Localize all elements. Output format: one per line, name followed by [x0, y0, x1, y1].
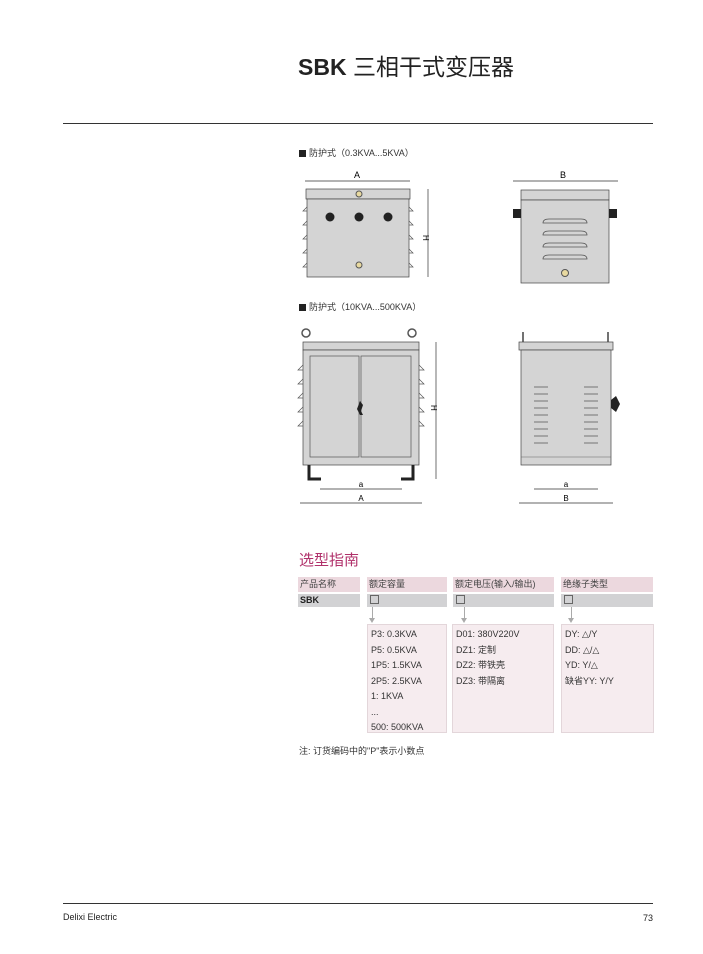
large-transformer-front-drawing: H a A [297, 328, 438, 504]
page-number: 73 [642, 913, 653, 923]
svg-text:A: A [358, 494, 364, 503]
header-divider [63, 123, 653, 124]
footer-divider [63, 903, 653, 904]
header-capacity: 额定容量 [367, 577, 447, 592]
product-code: SBK [298, 594, 360, 607]
insulator-placeholder [561, 594, 653, 607]
checkbox-icon [456, 595, 465, 604]
large-transformer-side-drawing: a B [518, 332, 620, 504]
checkbox-icon [370, 595, 379, 604]
capacity-placeholder [367, 594, 447, 607]
small-transformer-front-drawing: A H [302, 170, 430, 278]
svg-text:a: a [359, 480, 364, 489]
header-insulator: 绝缘子类型 [561, 577, 653, 592]
arrow-down-icon [461, 607, 467, 623]
svg-text:B: B [563, 494, 568, 503]
header-voltage: 额定电压(输入/输出) [453, 577, 554, 592]
svg-text:H: H [429, 405, 438, 411]
model-name: SBK [298, 54, 347, 80]
product-name: 三相干式变压器 [352, 54, 514, 80]
arrow-down-icon [369, 607, 375, 623]
order-code-note: 注: 订货编码中的"P"表示小数点 [299, 746, 425, 756]
vent-slots [534, 386, 598, 444]
header-product-name: 产品名称 [298, 577, 360, 592]
page-title: SBK 三相干式变压器 [298, 48, 514, 82]
svg-text:a: a [564, 480, 569, 489]
checkbox-icon [564, 595, 573, 604]
dim-a-label: A [354, 170, 360, 180]
section-large-label: 防护式（10KVA...500KVA） [299, 300, 421, 313]
svg-text:H: H [421, 235, 430, 241]
footer-brand: Delixi Electric [63, 912, 118, 922]
svg-text:B: B [560, 170, 566, 180]
selection-guide-title: 选型指南 [299, 552, 360, 569]
voltage-placeholder [453, 594, 554, 607]
section-small-label: 防护式（0.3KVA...5KVA） [299, 146, 414, 159]
arrow-down-icon [568, 607, 574, 623]
small-transformer-side-drawing: B [513, 170, 618, 284]
